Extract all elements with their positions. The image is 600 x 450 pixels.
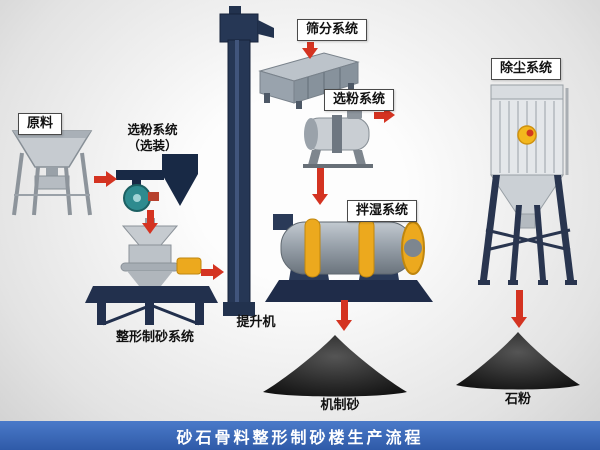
label-stone-powder: 石粉	[504, 392, 531, 407]
arrow-dust-to-powder-pile	[511, 290, 527, 328]
label-screening-system: 筛分系统	[297, 19, 368, 42]
arrow-classifier-to-mixer	[312, 168, 328, 205]
label-machine-sand: 机制砂	[320, 398, 360, 413]
label-optional-classifier-line1: 选粉系统	[127, 122, 178, 137]
machine-sand-pile-graphic	[260, 333, 410, 399]
label-classifier-system: 选粉系统	[324, 89, 395, 112]
arrow-raw-to-optional	[94, 171, 117, 187]
arrow-label-to-screen	[302, 42, 318, 59]
label-shaping-sand-system: 整形制砂系统	[115, 330, 194, 345]
label-dust-removal-system: 除尘系统	[491, 58, 562, 81]
label-optional-classifier: 选粉系统 （选装）	[105, 122, 200, 153]
banner: 砂石骨料整形制砂楼生产流程	[0, 421, 600, 450]
arrow-classifier-to-dust	[374, 107, 395, 123]
label-bucket-elevator: 提升机	[236, 315, 276, 330]
label-optional-classifier-line2: （选装）	[127, 137, 178, 153]
arrow-crusher-to-elevator	[201, 264, 224, 280]
wet-mixer-graphic	[265, 206, 440, 308]
sand-shaping-machine-graphic	[85, 218, 220, 330]
classifier-machine-graphic	[295, 108, 385, 170]
optional-classifier-graphic	[110, 150, 205, 220]
arrow-optional-to-crusher	[142, 210, 158, 234]
stone-powder-pile-graphic	[453, 330, 583, 392]
screening-machine-graphic	[252, 47, 364, 111]
dust-collector-graphic	[476, 80, 581, 292]
label-wet-mixing-system: 拌湿系统	[347, 200, 418, 223]
banner-title: 砂石骨料整形制砂楼生产流程	[176, 427, 424, 447]
bucket-elevator-graphic	[215, 6, 275, 318]
raw-material-hopper-graphic	[5, 125, 100, 220]
label-raw-material: 原料	[18, 113, 63, 136]
arrow-mixer-to-sand-pile	[336, 300, 352, 331]
